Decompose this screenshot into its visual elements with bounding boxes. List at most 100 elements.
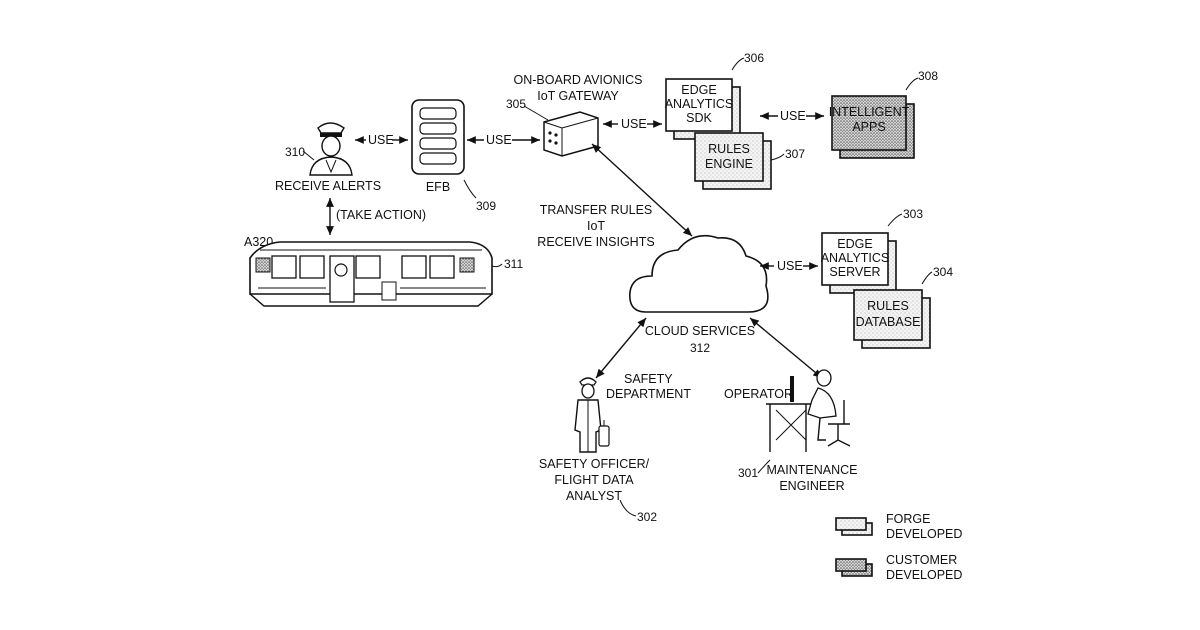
efb-screen-row [420,138,456,149]
efb-device [412,100,464,174]
safety-officer-line3: ANALYST [566,489,622,503]
gateway-sdk-edge-label: USE [621,117,647,131]
edge-server-box: EDGE ANALYTICS SERVER [821,233,896,293]
transfer-iot-label: IoT [587,219,605,233]
legend-forge-line1: FORGE [886,512,930,526]
safety-dept-line2: DEPARTMENT [606,387,691,401]
cloud-operator-arrow [750,318,822,378]
rules-engine-line1: RULES [708,142,750,156]
operator-line1: MAINTENANCE [767,463,858,477]
cockpit-display [430,256,454,278]
cloud-server-edge-label: USE [777,259,803,273]
legend-customer-line2: DEVELOPED [886,568,962,582]
cockpit-pedestal [250,294,492,306]
rules-db-ref-leader [922,272,932,284]
edge-server-ref-leader [888,214,902,226]
cockpit-gauge [335,264,347,276]
pilot-cap-icon [318,123,344,133]
gateway-port [548,131,551,134]
edge-server-line2: ANALYTICS [821,251,890,265]
officer-suitcase-icon [599,426,609,446]
legend-customer-swatch [836,559,872,576]
operator-line2: ENGINEER [779,479,844,493]
edge-sdk-line2: ANALYTICS [665,97,734,111]
pilot-figure [310,123,352,175]
legend-forge-line2: DEVELOPED [886,527,962,541]
safety-officer-line2: FLIGHT DATA [554,473,634,487]
intelligent-apps-box: INTELLIGENT APPS [829,96,914,158]
gateway-cloud-arrow [592,144,692,236]
safety-dept-line1: SAFETY [624,372,673,386]
gateway-title-line1: ON-BOARD AVIONICS [514,73,643,87]
cockpit-display [300,256,324,278]
legend-forge-swatch [836,518,872,535]
pilot-label: RECEIVE ALERTS [275,179,381,193]
operator-leg [818,418,826,440]
gateway-box [544,112,598,156]
legend: FORGE DEVELOPED CUSTOMER DEVELOPED [836,512,962,582]
cockpit-panel [250,242,492,306]
edge-sdk-ref-leader [732,58,744,70]
operator-body [808,388,836,418]
legend-forge-swatch-front [836,518,866,530]
rules-db-ref: 304 [933,265,953,279]
edge-server-ref: 303 [903,207,923,221]
rules-db-box: RULES DATABASE [854,290,930,348]
edge-server-line1: EDGE [837,237,872,251]
cockpit-display [272,256,296,278]
cloud-safety-arrow [596,318,646,378]
safety-officer-figure [575,378,609,452]
safety-officer-ref-leader [620,500,636,516]
legend-customer-line1: CUSTOMER [886,553,957,567]
intelligent-apps-ref: 308 [918,69,938,83]
cockpit-ref: 311 [504,257,523,271]
receive-insights-label: RECEIVE INSIGHTS [537,235,654,249]
gateway-ref-leader [524,106,548,120]
edge-sdk-line1: EDGE [681,83,716,97]
cockpit-panel-block [460,258,474,272]
gateway-device [544,112,598,156]
safety-officer-ref: 302 [637,510,657,524]
operator-monitor-icon [790,376,794,402]
operator-chair-base [828,440,850,446]
pilot-head [322,136,340,156]
intelligent-apps-line2: APPS [852,120,885,134]
intelligent-apps-line1: INTELLIGENT [829,105,910,119]
edge-sdk-box: EDGE ANALYTICS SDK [665,79,740,139]
operator-desk-brace [776,410,806,440]
pilot-efb-edge-label: USE [368,133,394,147]
officer-head [582,384,594,398]
efb-ref: 309 [476,199,496,213]
operator-head [817,370,831,386]
cockpit-display [356,256,380,278]
operator-label: OPERATOR [724,387,793,401]
operator-ref: 301 [738,466,758,480]
gateway-title-line2: IoT GATEWAY [537,89,619,103]
cockpit-center-stack [330,256,354,302]
legend-customer-swatch-front [836,559,866,571]
cloud-services-label: CLOUD SERVICES [645,324,755,338]
gateway-port [554,141,557,144]
cloud-services-ref: 312 [690,341,710,355]
efb-screen-row [420,108,456,119]
intelligent-apps-ref-leader [906,78,918,90]
cockpit-panel-block [256,258,270,272]
cockpit-ref-leader [492,264,502,267]
rules-db-line1: RULES [867,299,909,313]
operator-figure [766,370,850,452]
rules-engine-ref-leader [771,154,784,160]
edge-server-line3: SERVER [829,265,880,279]
rules-engine-box: RULES ENGINE [695,133,771,189]
gateway-port [554,133,557,136]
efb-gateway-edge-label: USE [486,133,512,147]
edge-sdk-line3: SDK [686,111,712,125]
efb-screen-row [420,153,456,164]
cockpit-display [402,256,426,278]
efb-screen-row [420,123,456,134]
efb-ref-leader [464,180,476,198]
safety-officer-line1: SAFETY OFFICER/ [539,457,650,471]
gateway-ref: 305 [506,97,526,111]
sdk-apps-edge-label: USE [780,109,806,123]
edge-sdk-ref: 306 [744,51,764,65]
